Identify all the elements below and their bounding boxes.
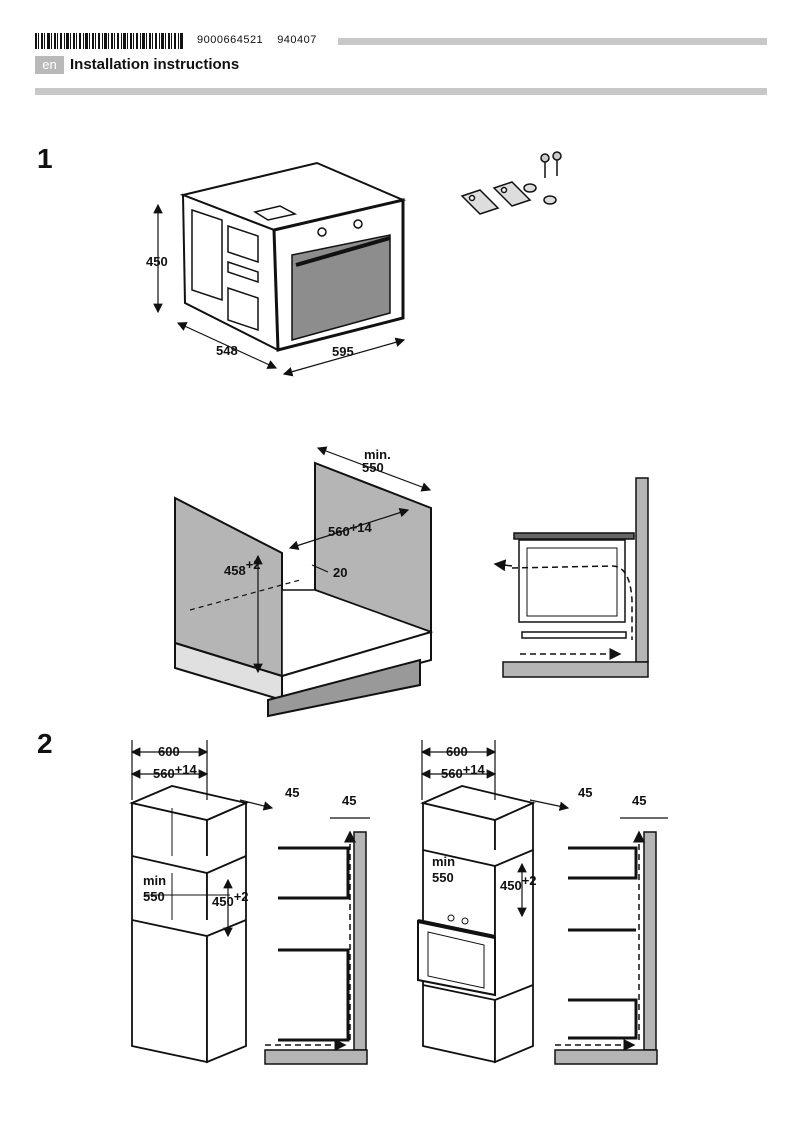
language-badge: en bbox=[35, 56, 64, 74]
step-number-2: 2 bbox=[37, 728, 53, 759]
right-inner-width-tolerance: +14 bbox=[463, 762, 486, 777]
doc-number: 9000664521 bbox=[197, 34, 264, 46]
left-height-label: 450+2 bbox=[212, 889, 249, 909]
niche-height-tolerance: +2 bbox=[246, 557, 261, 572]
niche-height-value: 458 bbox=[224, 563, 246, 578]
right-side-gap: 45 bbox=[632, 793, 646, 808]
left-min-label: min bbox=[143, 873, 166, 888]
mounting-brackets-icon bbox=[460, 181, 557, 215]
oven-illustration bbox=[179, 161, 407, 352]
niche-height-label: 458+2 bbox=[224, 557, 261, 578]
left-inner-width-tolerance: +14 bbox=[175, 762, 198, 777]
right-inner-width: 560+14 bbox=[441, 762, 486, 781]
oven-width-label: 595 bbox=[332, 344, 354, 359]
barcode bbox=[35, 33, 183, 49]
left-inner-width: 560+14 bbox=[153, 762, 198, 781]
airflow-diagram-left bbox=[264, 830, 368, 1065]
right-outer-width: 600 bbox=[446, 744, 468, 759]
right-min-value: 550 bbox=[432, 870, 454, 885]
right-min-label: min bbox=[432, 854, 455, 869]
page-title: Installation instructions bbox=[70, 56, 240, 73]
left-min-value: 550 bbox=[143, 889, 165, 904]
niche-width-label: 560+14 bbox=[328, 520, 373, 539]
left-outer-width: 600 bbox=[158, 744, 180, 759]
left-height-tolerance: +2 bbox=[234, 889, 249, 904]
left-side-gap: 45 bbox=[342, 793, 356, 808]
right-height-value: 450 bbox=[500, 878, 522, 893]
header-bar bbox=[338, 38, 767, 45]
step-number-1: 1 bbox=[37, 143, 53, 174]
niche-width-value: 560 bbox=[328, 524, 350, 539]
screws-icon bbox=[540, 151, 562, 178]
separator-bar bbox=[35, 88, 767, 95]
oven-height-label: 450 bbox=[146, 254, 168, 269]
niche-cabinet-illustration bbox=[174, 461, 434, 718]
right-depth-offset: 45 bbox=[578, 785, 592, 800]
left-depth-offset: 45 bbox=[285, 785, 299, 800]
niche-offset-label: 20 bbox=[333, 565, 347, 580]
left-inner-width-value: 560 bbox=[153, 766, 175, 781]
right-inner-width-value: 560 bbox=[441, 766, 463, 781]
niche-depth-min-label: min. bbox=[364, 447, 391, 462]
airflow-diagram-step1 bbox=[493, 477, 649, 678]
right-height-label: 450+2 bbox=[500, 873, 537, 893]
tall-cabinet-left bbox=[129, 785, 249, 1064]
tall-cabinet-right bbox=[417, 785, 536, 1064]
niche-width-tolerance: +14 bbox=[350, 520, 373, 535]
left-height-value: 450 bbox=[212, 894, 234, 909]
airflow-diagram-right bbox=[554, 830, 658, 1065]
oven-depth-label: 548 bbox=[216, 343, 238, 358]
doc-date: 940407 bbox=[277, 34, 317, 46]
niche-depth-min-value: 550 bbox=[362, 460, 384, 475]
right-height-tolerance: +2 bbox=[522, 873, 537, 888]
document-number: 9000664521 940407 bbox=[197, 34, 331, 46]
